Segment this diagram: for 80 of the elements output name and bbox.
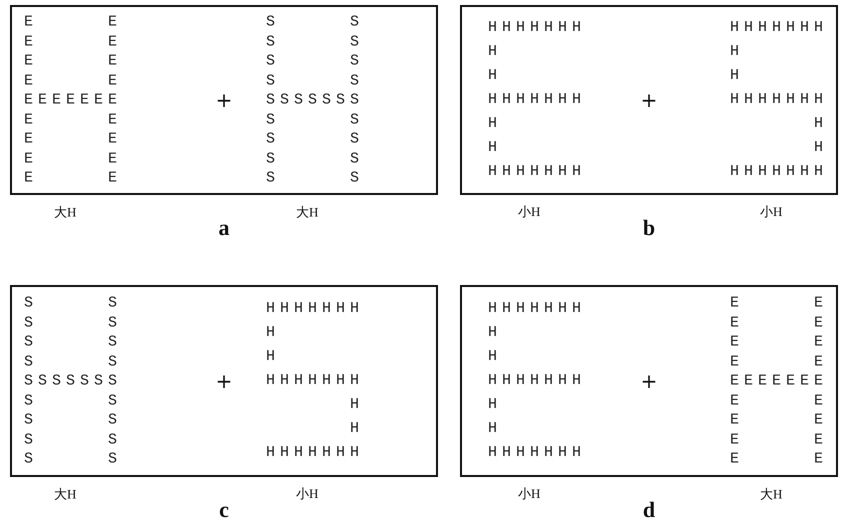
letter-row: E E [730, 332, 828, 352]
letter-row-text: H [813, 138, 828, 158]
letter-row-text: H [813, 114, 828, 134]
letter-row-text: H [349, 395, 364, 415]
letter-row-text: HHHHHHH [730, 162, 828, 182]
letter-row: E E [24, 32, 122, 52]
panel-label: d [642, 497, 656, 523]
letter-row: S S [24, 332, 122, 352]
letter-caption: 小H [518, 203, 540, 221]
letter-row-text: HHHHHHH [730, 90, 828, 110]
letter-row: EEEEEEE [24, 90, 122, 110]
letter-row-text: HHHHHHH [488, 90, 586, 110]
letter-row: S S [24, 352, 122, 372]
letter-row: S S [24, 410, 122, 430]
panel-label: c [219, 497, 229, 523]
letter-row: E E [24, 51, 122, 71]
letter-row: S S [266, 70, 364, 90]
letter-row: S S [266, 12, 364, 32]
letter-row: S S [266, 168, 364, 188]
letter-row: E E [730, 410, 828, 430]
letter-row-text: H [488, 395, 504, 415]
letter-caption: 大H [54, 485, 76, 503]
plus-sign: + [640, 88, 658, 112]
letter-row: E E [730, 312, 828, 332]
letter-row: E E [730, 352, 828, 372]
letter-row: E E [24, 12, 122, 32]
letter-row-text: HHHHHHH [488, 443, 586, 463]
letter-row: E E [24, 110, 122, 130]
letter-row: S S [266, 110, 364, 130]
letter-row-text: H [349, 419, 364, 439]
letter-caption: 小H [296, 485, 318, 503]
letter-row: E E [24, 148, 122, 168]
letter-row-text: HHHHHHH [266, 443, 364, 463]
letter-row-text: HHHHHHH [266, 299, 364, 319]
letter-row: EEEEEEE [730, 371, 828, 391]
letter-row-text: H [488, 347, 504, 367]
letter-row-text: HHHHHHH [266, 371, 364, 391]
panel-label: a [218, 215, 230, 241]
letter-row-text: H [488, 66, 504, 86]
letter-row-text: HHHHHHH [488, 371, 586, 391]
letter-row-text: H [730, 66, 746, 86]
panel-label: b [642, 215, 656, 241]
letter-row: S S [24, 390, 122, 410]
letter-row: S S [266, 148, 364, 168]
letter-row: E E [24, 129, 122, 149]
letter-caption: 大H [296, 203, 318, 221]
letter-row-text: HHHHHHH [730, 18, 828, 38]
letter-row: S S [266, 129, 364, 149]
letter-row-text: HHHHHHH [488, 162, 586, 182]
letter-row-text: H [488, 419, 504, 439]
letter-row-text: HHHHHHH [488, 299, 586, 319]
letter-row-text: H [730, 42, 746, 62]
letter-row: E E [24, 168, 122, 188]
letter-row-text: H [488, 138, 504, 158]
plus-sign: + [216, 369, 232, 393]
plus-sign: + [216, 88, 232, 112]
letter-row: S S [266, 32, 364, 52]
letter-row: E E [730, 390, 828, 410]
letter-row-text: H [488, 114, 504, 134]
letter-row: S S [24, 312, 122, 332]
letter-row: SSSSSSS [266, 90, 364, 110]
letter-row: E E [730, 430, 828, 450]
letter-row-text: H [488, 323, 504, 343]
letter-caption: 小H [518, 485, 540, 503]
letter-caption: 大H [54, 203, 76, 221]
letter-row: E E [730, 293, 828, 313]
letter-row: S S [24, 430, 122, 450]
letter-row: SSSSSSS [24, 371, 122, 391]
letter-row: S S [266, 51, 364, 71]
letter-row-text: H [266, 323, 282, 343]
letter-row: S S [24, 293, 122, 313]
letter-row: E E [24, 70, 122, 90]
letter-row: E E [730, 449, 828, 469]
plus-sign: + [640, 369, 658, 393]
letter-row-text: H [488, 42, 504, 62]
letter-caption: 小H [760, 203, 782, 221]
letter-row-text: H [266, 347, 282, 367]
letter-caption: 大H [760, 485, 782, 503]
letter-row-text: HHHHHHH [488, 18, 586, 38]
letter-row: S S [24, 449, 122, 469]
